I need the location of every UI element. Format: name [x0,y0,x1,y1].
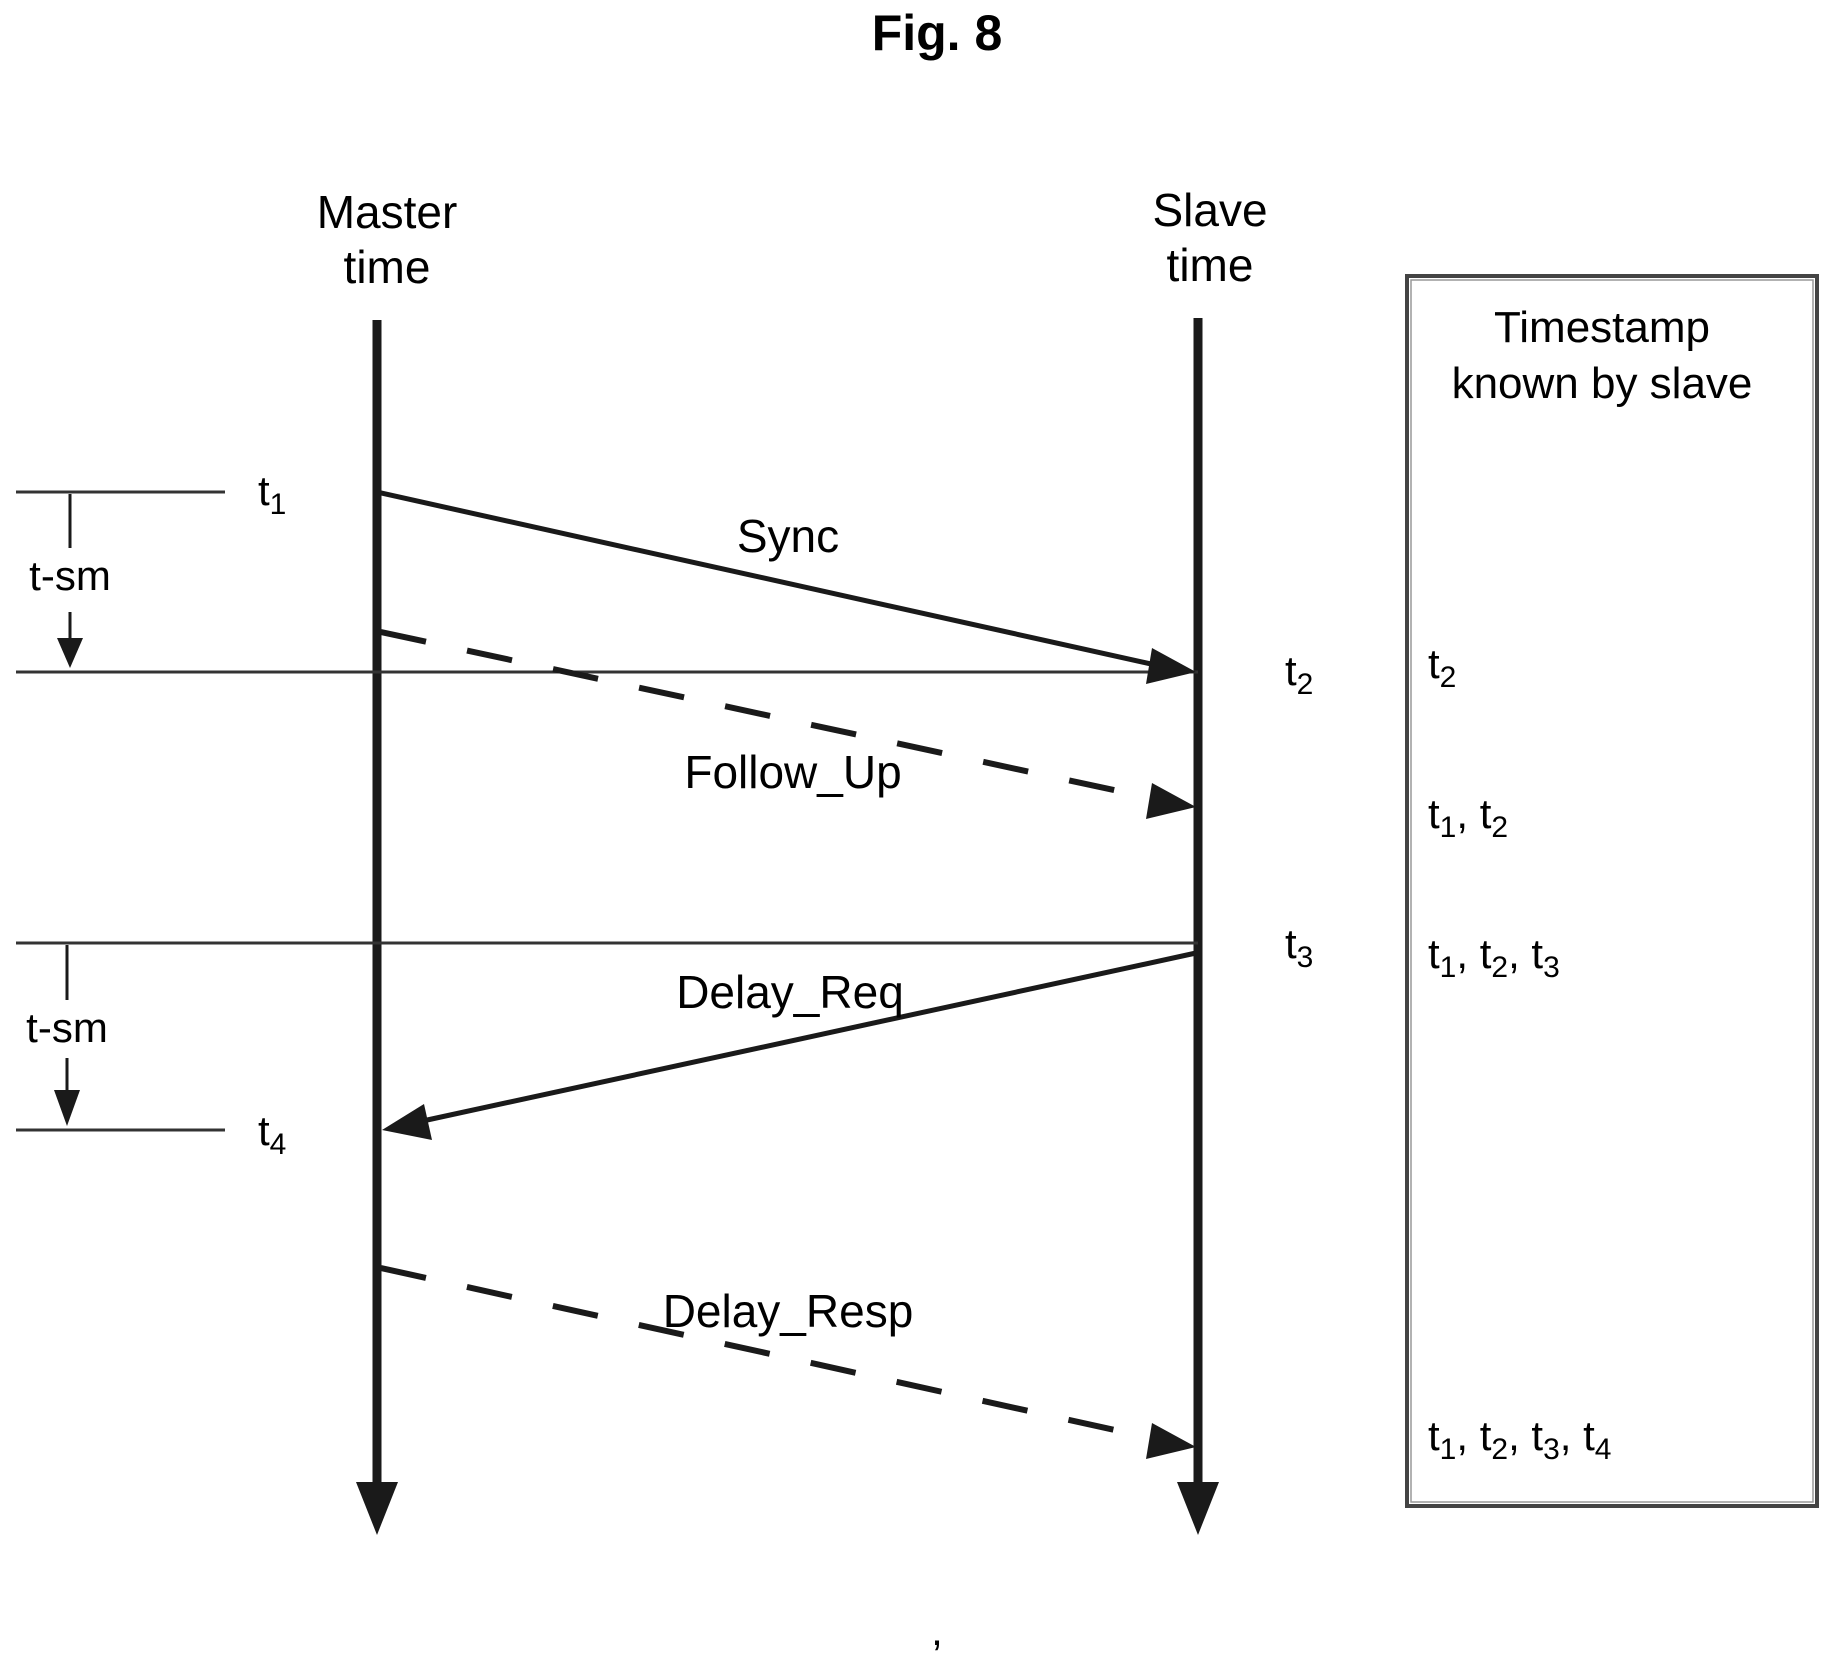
timestamp-box-title-line1: Timestamp [1494,303,1710,352]
delay-req-message: Delay_Req [382,953,1196,1140]
t3-label: t3 [1285,920,1313,974]
follow-up-label: Follow_Up [684,746,901,798]
down-arrow-icon [54,1090,80,1126]
slave-timeline [1177,318,1219,1535]
follow-up-message: Follow_Up [381,632,1196,819]
delay-resp-message: Delay_Resp [381,1268,1196,1459]
t-sm-interval-upper: t-sm [29,494,111,668]
down-arrow-icon [57,638,83,668]
known-list-after-delay-resp: t1, t2, t3, t4 [1428,1412,1611,1466]
t-sm-interval-lower: t-sm [26,945,108,1126]
footer-mark: , [931,1607,943,1654]
arrowhead-icon [1146,783,1196,819]
figure-title: Fig. 8 [872,5,1003,61]
known-list-after-delay-req: t1, t2, t3 [1428,930,1560,984]
t-sm-label-lower: t-sm [26,1004,108,1051]
delay-resp-label: Delay_Resp [663,1285,914,1337]
arrowhead-icon [1146,1423,1196,1459]
timestamp-box-title-line2: known by slave [1452,359,1753,408]
t1-label: t1 [258,467,286,521]
delay-req-label: Delay_Req [676,966,904,1018]
t-sm-label-upper: t-sm [29,552,111,599]
slave-time-label-line1: Slave [1152,184,1267,236]
arrowhead-icon [382,1104,432,1140]
known-list-after-sync: t2 [1428,640,1456,694]
t4-label: t4 [258,1107,286,1161]
master-time-label-line1: Master [317,186,458,238]
timestamp-box: Timestamp known by slave [1407,276,1817,1506]
known-list-after-follow-up: t1, t2 [1428,790,1508,844]
known-timestamps: t2 t1, t2 t1, t2, t3 t1, t2, t3, t4 [1428,640,1611,1466]
t2-label: t2 [1285,647,1313,701]
arrowhead-icon [1146,648,1196,684]
master-timeline [356,320,398,1535]
master-time-label-line2: time [344,241,431,293]
slave-time-label-line2: time [1167,239,1254,291]
sync-label: Sync [737,510,839,562]
